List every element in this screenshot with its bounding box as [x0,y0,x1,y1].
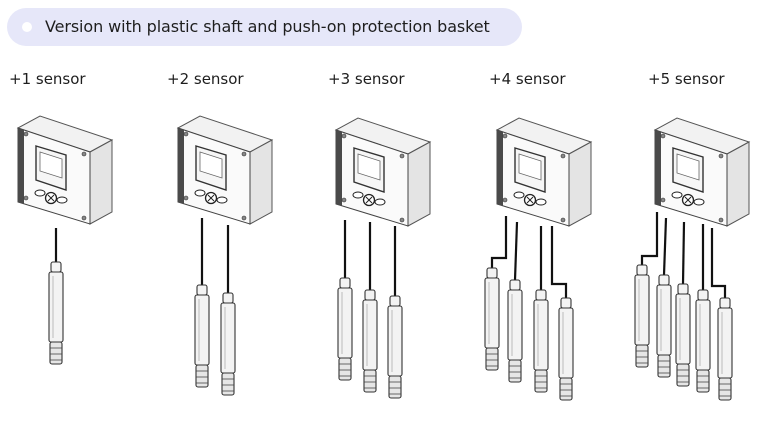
variant-label-4: +4 sensor [489,70,566,88]
sensor-probe-icon [710,228,733,401]
variant-4-assembly [484,117,593,401]
sensor-probe-icon [695,224,711,393]
variant-label-3: +3 sensor [328,70,405,88]
sensor-probe-icon [484,216,508,371]
variant-3-assembly [334,117,432,399]
variant-label-5: +5 sensor [648,70,725,88]
bullet-icon [22,22,32,32]
sensor-probe-icon [362,222,378,393]
sensor-probe-icon [194,218,210,388]
sensor-probe-icon [48,228,64,365]
sensor-probe-icon [675,221,691,387]
sensor-probe-icon [387,226,403,399]
sensor-probe-icon [634,212,659,368]
sensor-probe-icon [220,225,236,396]
section-banner: Version with plastic shaft and push-on p… [7,8,522,46]
variant-label-1: +1 sensor [9,70,86,88]
sensor-probe-icon [337,220,353,381]
variant-2-assembly [176,115,274,396]
sensor-probe-icon [550,226,574,401]
variant-label-2: +2 sensor [167,70,244,88]
variant-5-assembly [634,117,751,401]
sensor-probe-icon [507,221,523,383]
sensor-probe-icon [533,226,549,393]
variant-1-assembly [16,115,114,365]
banner-title: Version with plastic shaft and push-on p… [45,17,490,36]
sensor-probe-icon [656,217,672,378]
